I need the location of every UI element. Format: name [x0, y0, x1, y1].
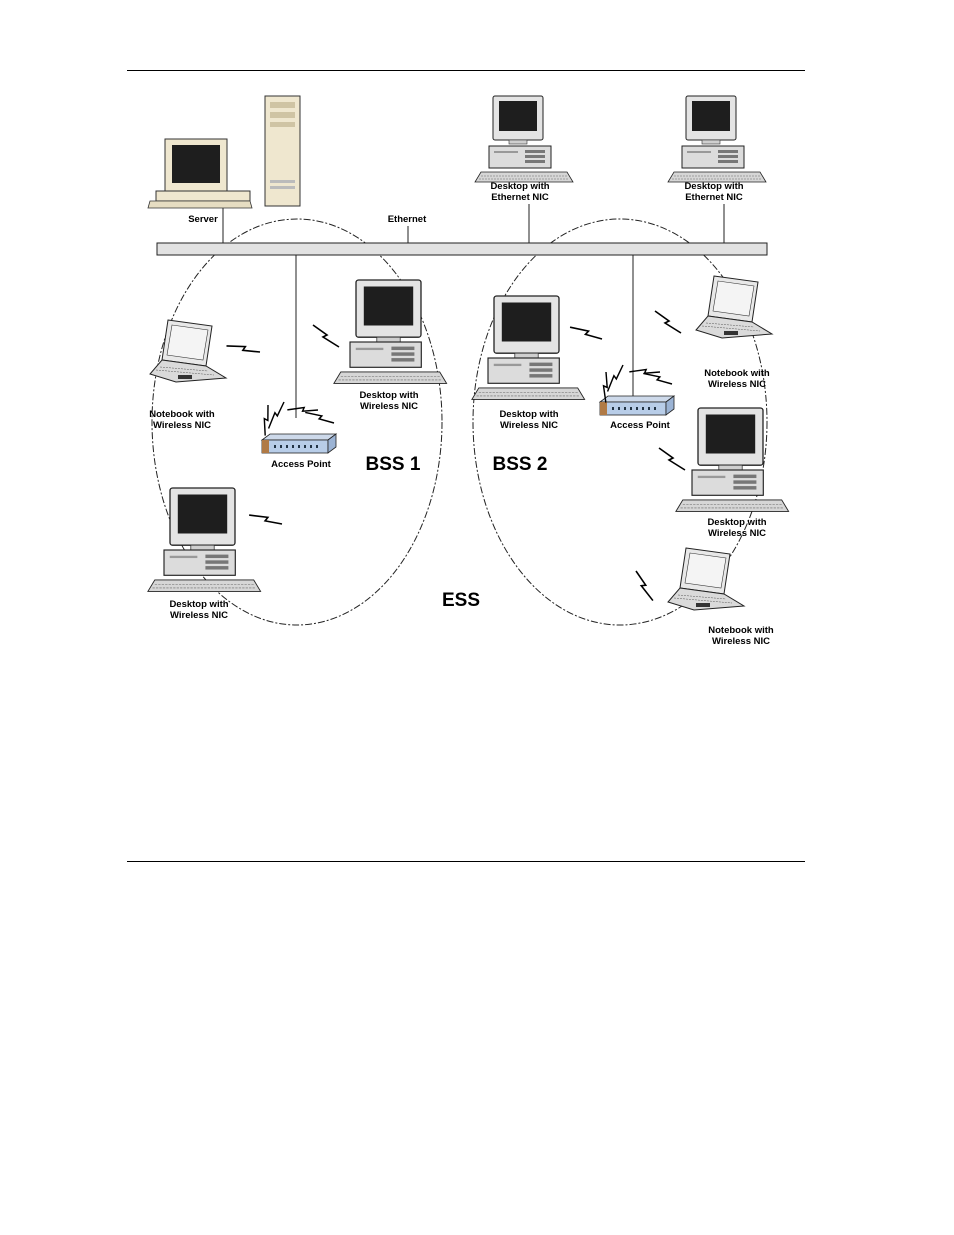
access-point-1	[262, 434, 336, 453]
access-point-1-label: Access Point	[271, 459, 331, 470]
access-point-2	[600, 396, 674, 415]
server-computer	[148, 96, 300, 208]
desktop-bss2-left	[472, 296, 585, 399]
desktop-bss1-bottom	[148, 488, 261, 591]
desktop-ethernet-2	[668, 96, 766, 182]
ethernet-label: Ethernet	[388, 214, 427, 225]
access-point-2-label: Access Point	[610, 420, 670, 431]
server-label: Server	[188, 214, 218, 225]
bss1-label: BSS 1	[366, 454, 421, 475]
bss2-label: BSS 2	[493, 454, 548, 475]
ess-label: ESS	[442, 590, 480, 611]
desktop-bss2-right	[676, 408, 789, 511]
ethernet-backbone	[157, 243, 767, 255]
desktop-ethernet-1	[475, 96, 573, 182]
notebook-bss2-top	[696, 276, 772, 338]
desktop-bss1-top	[334, 280, 447, 383]
notebook-bss1	[150, 320, 226, 382]
wireless-signals	[226, 311, 685, 601]
notebook-bss2-bottom	[668, 548, 744, 610]
